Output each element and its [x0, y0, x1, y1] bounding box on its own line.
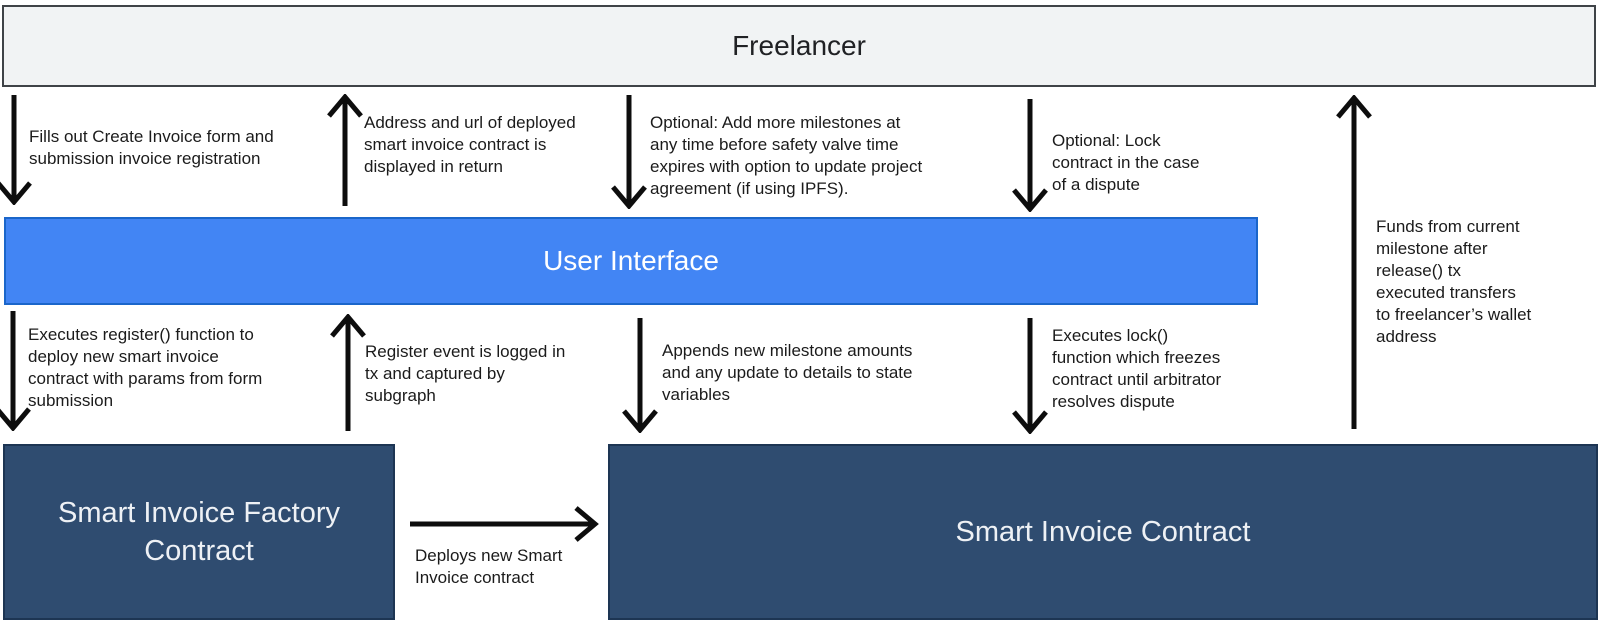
edge-executes-register [0, 311, 31, 431]
edge-label-lock-contract: Optional: Lock contract in the case of a… [1052, 131, 1200, 194]
edge-register-event [330, 314, 366, 431]
up-arrow-icon [330, 314, 366, 431]
edge-appends-milestones [622, 318, 658, 433]
node-smart-invoice-factory-contract: Smart Invoice Factory Contract [3, 444, 395, 620]
edge-address-displayed [327, 94, 363, 206]
node-freelancer: Freelancer [2, 5, 1596, 87]
right-arrow-icon [410, 506, 599, 542]
node-contract-label: Smart Invoice Contract [955, 516, 1251, 548]
edge-fills-out-form [0, 95, 32, 205]
node-smart-invoice-contract: Smart Invoice Contract [608, 444, 1598, 620]
edge-funds-released [1336, 95, 1372, 429]
edge-deploys-new-contract [408, 506, 600, 542]
edge-label-executes-register: Executes register() function to deploy n… [28, 325, 263, 410]
edge-label-fills-out-form: Fills out Create Invoice form and submis… [29, 127, 274, 168]
down-arrow-icon [0, 311, 31, 431]
edge-executes-lock [1012, 318, 1048, 434]
up-arrow-icon [327, 94, 363, 206]
node-user-interface-label: User Interface [543, 245, 719, 276]
node-factory-label: Smart Invoice Factory Contract [57, 497, 341, 567]
up-arrow-icon [1336, 95, 1372, 429]
down-arrow-icon [611, 95, 647, 209]
edge-label-funds-released: Funds from current milestone after relea… [1376, 217, 1532, 346]
edge-label-executes-lock: Executes lock() function which freezes c… [1052, 326, 1222, 411]
node-user-interface: User Interface [4, 217, 1258, 305]
edge-label-add-milestones: Optional: Add more milestones at any tim… [650, 113, 923, 198]
edge-label-deploys-new-contract: Deploys new Smart Invoice contract [415, 546, 563, 587]
edge-label-address-displayed: Address and url of deployed smart invoic… [364, 113, 576, 176]
edge-label-register-event: Register event is logged in tx and captu… [365, 342, 566, 405]
down-arrow-icon [1012, 99, 1048, 212]
edge-lock-contract [1012, 99, 1048, 212]
down-arrow-icon [622, 318, 658, 433]
edge-label-appends-milestones: Appends new milestone amounts and any up… [662, 341, 913, 404]
down-arrow-icon [0, 95, 32, 205]
node-freelancer-label: Freelancer [732, 30, 866, 61]
down-arrow-icon [1012, 318, 1048, 434]
edge-add-milestones [611, 95, 647, 209]
